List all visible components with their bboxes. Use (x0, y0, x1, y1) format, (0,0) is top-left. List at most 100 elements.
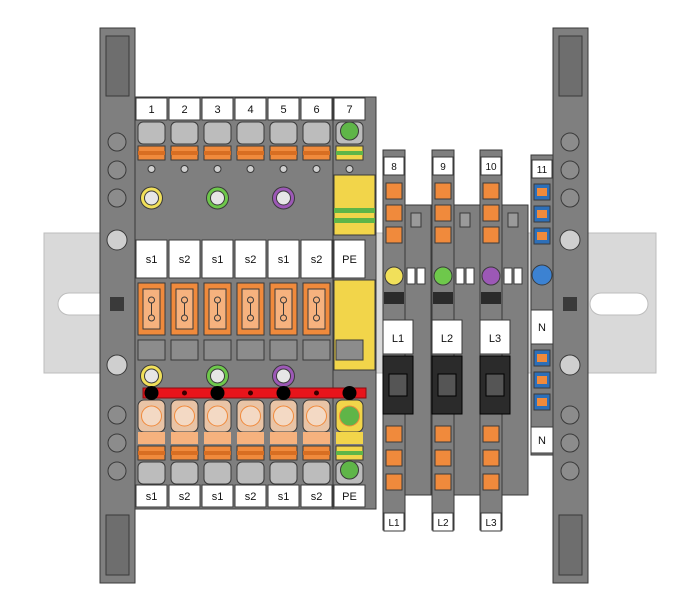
lower-lever-icon (434, 425, 452, 443)
number-label (531, 159, 553, 179)
lower-lever-groove (336, 451, 363, 455)
terminal-number: 10 (485, 162, 497, 173)
mid-label (267, 239, 300, 279)
terminal-number: 1 (148, 104, 154, 116)
mid-label (201, 239, 234, 279)
lever-groove (138, 151, 165, 155)
bottom-label (530, 426, 554, 454)
bridge-contact-icon (210, 386, 225, 400)
bottom-label-text: s1 (146, 491, 158, 503)
lever-icon (482, 226, 500, 244)
test-point-icon (345, 165, 354, 173)
mid-label (530, 309, 554, 345)
mid-label-text: s1 (278, 254, 290, 266)
lower-band (171, 432, 198, 444)
fuse-window (485, 373, 505, 397)
end-clamp-right (552, 27, 589, 584)
clamp-head-icon (137, 121, 166, 145)
indicator-window (455, 267, 465, 285)
bridge-contact-icon (144, 386, 159, 400)
bridge-bar (142, 387, 367, 399)
fuse-window (388, 373, 408, 397)
bottom-label-text: L1 (388, 518, 400, 529)
bottom-label-text: L3 (485, 518, 497, 529)
indicator-window (406, 267, 416, 285)
fuse-housing-side (453, 204, 481, 496)
lever-insert (537, 232, 547, 240)
led-indicator-icon (433, 266, 453, 286)
lower-lever-groove (138, 451, 165, 455)
mid-label (135, 239, 168, 279)
bridge-contact-icon (182, 390, 187, 396)
indicator-window (513, 267, 523, 285)
bottom-label (300, 484, 333, 508)
lower-lever-groove (237, 451, 264, 455)
lever-groove (336, 151, 363, 155)
lever-icon (434, 182, 452, 200)
clamp-head-icon (302, 121, 331, 145)
mid-label-text: s1 (212, 254, 224, 266)
screw-icon (107, 188, 127, 208)
test-point-icon (147, 165, 156, 173)
lever-icon (434, 204, 452, 222)
lever-insert (537, 354, 547, 362)
bottom-clamp-head-icon (236, 461, 265, 485)
terminal-number: 8 (391, 162, 397, 173)
mid-label (333, 239, 366, 279)
lower-lever-groove (270, 451, 297, 455)
housing-rib (269, 339, 298, 361)
led-lens-icon (276, 368, 291, 384)
lever-groove (270, 151, 297, 155)
lever-icon (482, 204, 500, 222)
lower-screw-icon (273, 405, 294, 427)
test-point-icon (279, 165, 288, 173)
screw-icon (560, 405, 580, 425)
mid-label (168, 239, 201, 279)
clamp-head-icon (269, 121, 298, 145)
side-latch-icon (507, 212, 519, 228)
mid-label-text: L2 (441, 333, 453, 345)
bottom-label (168, 484, 201, 508)
clamp-lock-icon (110, 297, 124, 311)
terminal-number: 5 (280, 104, 286, 116)
number-label (383, 156, 405, 176)
lower-screw-icon (339, 405, 360, 427)
side-latch-icon (410, 212, 422, 228)
number-label (234, 97, 267, 121)
housing-rib (170, 339, 199, 361)
screw-icon (107, 160, 127, 180)
clamp-screw-icon (106, 229, 128, 251)
lower-lever-icon (385, 425, 403, 443)
bottom-label (234, 484, 267, 508)
clamp-screw-icon (559, 229, 581, 251)
clamp-lock-icon (563, 297, 577, 311)
fuse-holder-top (481, 292, 501, 304)
terminal-number: 11 (537, 165, 548, 176)
end-clamp-left (99, 27, 136, 584)
mid-label-text: L3 (489, 333, 501, 345)
screw-icon (107, 461, 127, 481)
indicator-window (503, 267, 513, 285)
terminal-number: 6 (313, 104, 319, 116)
lever-icon (385, 226, 403, 244)
clamp-head-icon (236, 121, 265, 145)
number-label (201, 97, 234, 121)
lever-groove (171, 151, 198, 155)
pe-body (333, 174, 376, 236)
jumper-bridge (142, 386, 367, 400)
clamp-head-icon (203, 121, 232, 145)
lower-lever-groove (171, 451, 198, 455)
pe-stripe (334, 218, 375, 223)
bottom-label-text: PE (342, 491, 357, 503)
housing-rib (236, 339, 265, 361)
number-label (168, 97, 201, 121)
bridge-contact-icon (248, 390, 253, 396)
screw-icon (560, 188, 580, 208)
